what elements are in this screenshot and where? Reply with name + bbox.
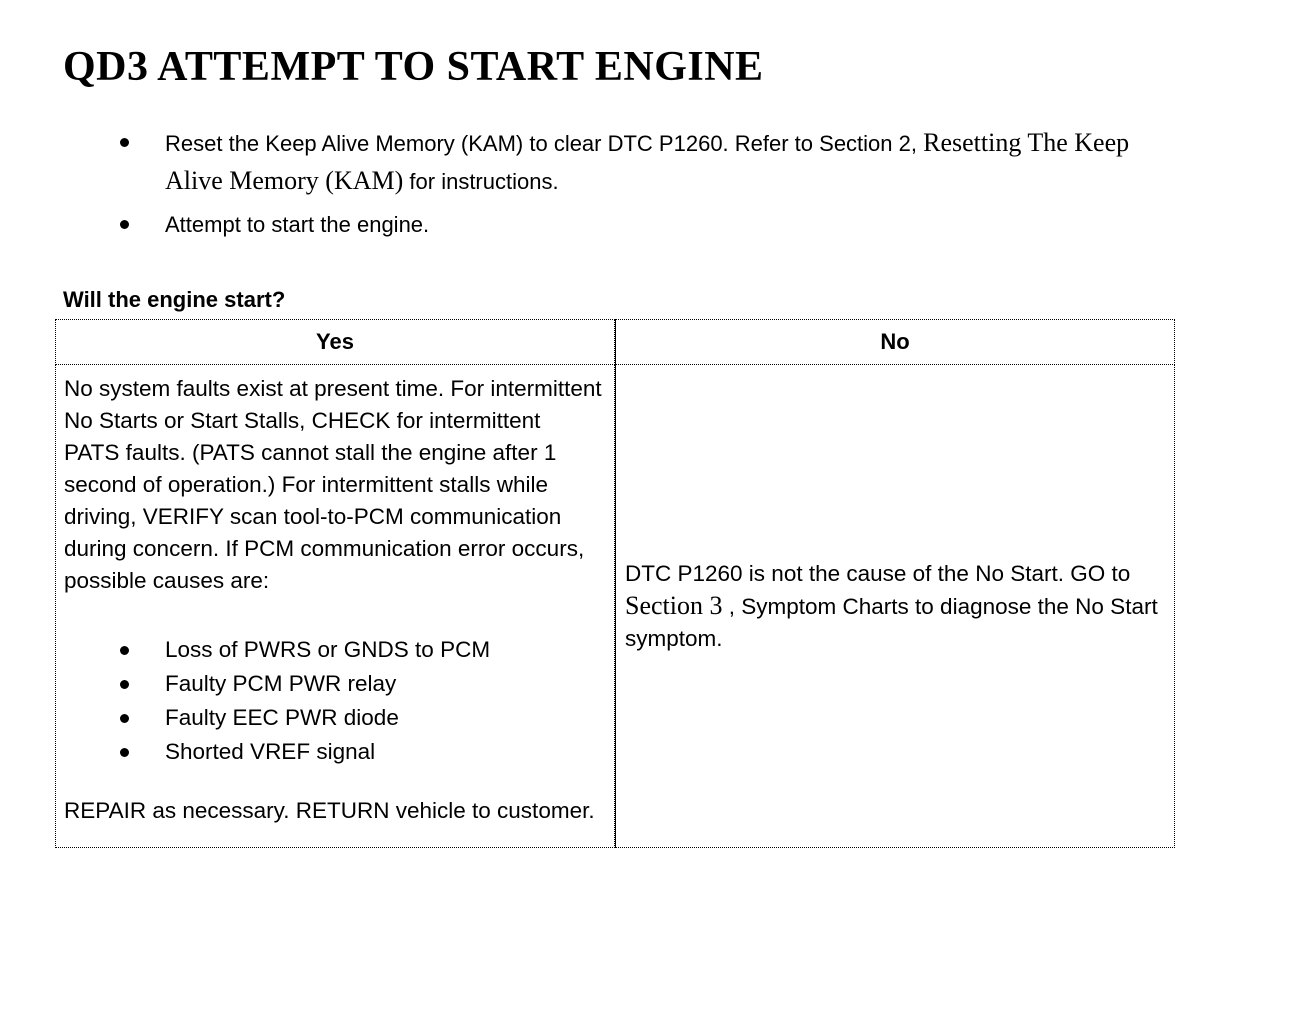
question-heading: Will the engine start? <box>63 287 286 312</box>
intro-item-text: for instructions. <box>403 169 559 194</box>
intro-item-text: Reset the Keep Alive Memory (KAM) to cle… <box>165 131 924 156</box>
yes-cell-list: Loss of PWRS or GNDS to PCM Faulty PCM P… <box>64 633 602 769</box>
bullet-icon <box>120 748 129 757</box>
no-cell-text: DTC P1260 is not the cause of the No Sta… <box>625 560 1131 586</box>
list-item: Faulty EEC PWR diode <box>118 701 602 735</box>
yes-cell: No system faults exist at present time. … <box>55 365 615 848</box>
no-cell: DTC P1260 is not the cause of the No Sta… <box>615 365 1175 848</box>
intro-item-text: Attempt to start the engine. <box>165 212 430 237</box>
list-item: Faulty PCM PWR relay <box>118 667 602 701</box>
list-item: Attempt to start the engine. <box>118 206 1187 243</box>
section-link-resetting-kam[interactable]: Resetting The Keep Alive Memory (KAM) <box>165 128 1130 195</box>
list-item: Loss of PWRS or GNDS to PCM <box>118 633 602 667</box>
bullet-icon <box>120 646 129 655</box>
table-header-yes: Yes <box>55 319 615 365</box>
bullet-icon <box>120 220 129 229</box>
table-row: No system faults exist at present time. … <box>55 365 1175 848</box>
bullet-icon <box>120 138 129 147</box>
list-item: Shorted VREF signal <box>118 735 602 769</box>
cause-text: Faulty EEC PWR diode <box>165 705 399 730</box>
intro-list: Reset the Keep Alive Memory (KAM) to cle… <box>55 124 1257 243</box>
yes-cell-paragraph: No system faults exist at present time. … <box>64 376 602 593</box>
cause-text: Loss of PWRS or GNDS to PCM <box>165 637 491 662</box>
bullet-icon <box>120 680 129 689</box>
cause-text: Faulty PCM PWR relay <box>165 671 397 696</box>
section-link-section-3[interactable]: Section 3 <box>625 590 723 620</box>
page-title: QD3 ATTEMPT TO START ENGINE <box>63 44 764 90</box>
list-item: Reset the Keep Alive Memory (KAM) to cle… <box>118 124 1187 200</box>
decision-table: Yes No No system faults exist at present… <box>55 319 1175 848</box>
table-header-no: No <box>615 319 1175 365</box>
table-header-row: Yes No <box>55 319 1175 365</box>
bullet-icon <box>120 714 129 723</box>
no-cell-text: , Symptom Charts to diagnose the No Star… <box>625 593 1158 651</box>
yes-cell-footer: REPAIR as necessary. RETURN vehicle to c… <box>64 798 595 823</box>
cause-text: Shorted VREF signal <box>165 739 376 764</box>
